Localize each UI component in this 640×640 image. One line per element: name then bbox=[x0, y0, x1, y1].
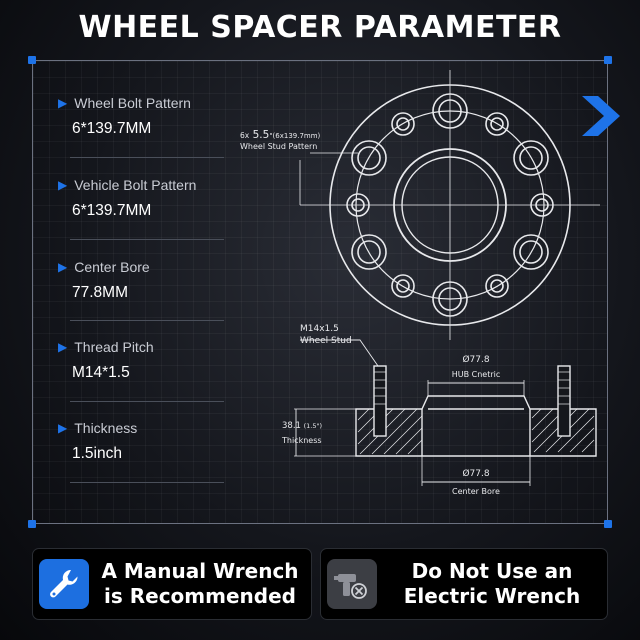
callout-line: Do Not Use an bbox=[411, 559, 573, 583]
spacer-diagram: 6x 5.5"(6x139.7mm) Wheel Stud Pattern bbox=[240, 70, 600, 496]
param-label: Thickness bbox=[74, 420, 138, 436]
front-view bbox=[299, 70, 600, 340]
hub-diameter-label: Ø77.8 bbox=[462, 354, 489, 365]
stud-spec-label: M14x1.5 bbox=[300, 324, 339, 334]
manual-wrench-text: A Manual Wrench is Recommended bbox=[89, 559, 311, 609]
chevron-right-icon bbox=[582, 96, 620, 136]
callout-line: is Recommended bbox=[104, 584, 296, 608]
callout-line: Electric Wrench bbox=[403, 584, 581, 608]
arrow-icon: ▶ bbox=[58, 178, 68, 192]
divider bbox=[70, 320, 224, 321]
stud-pattern-caption: Wheel Stud Pattern bbox=[240, 142, 317, 151]
divider bbox=[70, 482, 224, 483]
divider bbox=[70, 239, 224, 240]
param-value: M14*1.5 bbox=[72, 364, 130, 381]
parameter-panel bbox=[32, 60, 608, 524]
panel-corner bbox=[604, 520, 612, 528]
bore-caption: Center Bore bbox=[452, 487, 500, 496]
param-value: 77.8MM bbox=[72, 284, 128, 301]
arrow-icon: ▶ bbox=[58, 260, 68, 274]
param-value: 6*139.7MM bbox=[72, 202, 152, 219]
callout-line: A Manual Wrench bbox=[101, 559, 299, 583]
param-wheel-bolt-pattern: ▶ Wheel Bolt Pattern 6*139.7MM bbox=[58, 95, 228, 158]
divider bbox=[70, 401, 224, 402]
arrow-icon: ▶ bbox=[58, 96, 68, 110]
arrow-icon: ▶ bbox=[58, 421, 68, 435]
page-title: WHEEL SPACER PARAMETER bbox=[78, 10, 562, 45]
param-value: 1.5inch bbox=[72, 445, 122, 462]
param-label: Center Bore bbox=[74, 259, 150, 275]
arrow-icon: ▶ bbox=[58, 340, 68, 354]
hub-caption: HUB Cnetric bbox=[452, 370, 501, 379]
wrench-icon bbox=[39, 559, 89, 609]
electric-wrench-text: Do Not Use an Electric Wrench bbox=[377, 559, 607, 609]
panel-corner bbox=[28, 520, 36, 528]
param-thread-pitch: ▶ Thread Pitch M14*1.5 bbox=[58, 339, 228, 402]
no-electric-wrench-icon bbox=[327, 559, 377, 609]
manual-wrench-callout: A Manual Wrench is Recommended bbox=[32, 548, 312, 620]
panel-corner bbox=[604, 56, 612, 64]
stud-caption: Wheel Stud bbox=[300, 336, 352, 346]
param-thickness: ▶ Thickness 1.5inch bbox=[58, 420, 228, 483]
param-label: Vehicle Bolt Pattern bbox=[74, 177, 197, 193]
param-center-bore: ▶ Center Bore 77.8MM bbox=[58, 259, 228, 321]
thickness-label: 38.1 (1.5") bbox=[282, 421, 322, 431]
stud-pattern-label: 6x 5.5"(6x139.7mm) bbox=[240, 129, 321, 141]
param-label: Wheel Bolt Pattern bbox=[74, 95, 191, 111]
divider bbox=[70, 157, 224, 158]
bore-diameter-label: Ø77.8 bbox=[462, 468, 489, 479]
panel-corner bbox=[28, 56, 36, 64]
side-view bbox=[294, 339, 597, 486]
electric-wrench-callout: Do Not Use an Electric Wrench bbox=[320, 548, 608, 620]
param-vehicle-bolt-pattern: ▶ Vehicle Bolt Pattern 6*139.7MM bbox=[58, 177, 228, 240]
param-label: Thread Pitch bbox=[74, 339, 154, 355]
thickness-caption: Thickness bbox=[281, 436, 322, 445]
param-value: 6*139.7MM bbox=[72, 120, 152, 137]
